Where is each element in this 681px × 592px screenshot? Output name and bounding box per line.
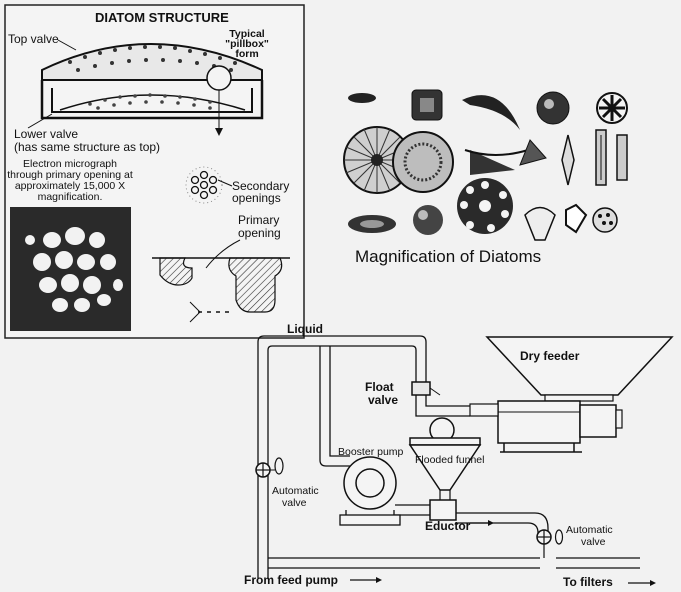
booster-pump-label: Booster pump	[338, 446, 404, 458]
diatom-specimen-center	[371, 154, 383, 166]
primary-opening-label-2: opening	[238, 226, 281, 240]
diatom-specimen-dots	[598, 213, 613, 225]
diatom-specimen-core	[360, 220, 384, 228]
diatom-specimen	[470, 150, 515, 175]
micrograph-caption-4: magnification.	[38, 191, 103, 203]
automatic-valve-right-label-1: Automatic	[566, 524, 613, 536]
micrograph-caption-1: Electron micrograph	[23, 158, 117, 170]
automatic-valve-left	[255, 457, 284, 478]
automatic-valve-right	[536, 529, 564, 558]
diatom-specimen	[392, 131, 454, 193]
electron-micrograph-image	[10, 207, 131, 331]
diatom-specimen	[462, 95, 520, 130]
micrograph-caption-3: approximately 15,000 X	[15, 180, 125, 192]
dry-feeder-hopper: Dry feeder	[469, 336, 674, 453]
diatom-specimen	[413, 205, 443, 235]
feed-system-schematic: Liquid	[244, 322, 674, 589]
flooded-funnel-label: Flooded funnel	[415, 454, 484, 466]
lower-valve-note: (has same structure as top)	[14, 140, 160, 154]
diatom-specimen	[561, 134, 575, 186]
diatom-gallery: Magnification of Diatoms	[343, 89, 628, 266]
dry-feeder-label: Dry feeder	[520, 349, 580, 363]
diatom-structure-title: DIATOM STRUCTURE	[95, 10, 229, 25]
liquid-label: Liquid	[287, 322, 323, 336]
secondary-openings-label-2: openings	[232, 191, 281, 205]
automatic-valve-left-label-1: Automatic	[272, 485, 319, 497]
micrograph-caption-2: through primary opening at	[7, 169, 133, 181]
to-filters-label: To filters	[563, 575, 613, 589]
diatom-specimen-core	[418, 210, 428, 220]
secondary-openings-rosette	[185, 166, 223, 204]
primary-opening-label-1: Primary	[238, 213, 279, 227]
lower-valve-shape	[59, 93, 246, 111]
diatom-specimen	[519, 139, 547, 166]
secondary-openings-label-1: Secondary	[232, 179, 289, 193]
automatic-valve-left-label-2: valve	[282, 497, 307, 509]
wall-cross-section	[152, 257, 290, 323]
top-valve-label: Top valve	[8, 32, 59, 46]
diatom-specimen-core	[420, 98, 434, 112]
magnifier-circle	[206, 65, 232, 91]
typical-form-label-1: Typical	[229, 28, 264, 40]
diatom-specimen-ring	[403, 142, 443, 182]
float-valve-label-2: valve	[368, 393, 398, 407]
lower-valve-label: Lower valve	[14, 127, 78, 141]
typical-form-label-2: "pillbox"	[225, 38, 269, 50]
automatic-valve-right-label-2: valve	[581, 536, 606, 548]
eductor-body	[429, 499, 457, 521]
eductor-label: Eductor	[425, 519, 471, 533]
diatom-specimen	[536, 91, 570, 125]
from-feed-pump-label: From feed pump	[244, 573, 338, 587]
top-valve-shape	[41, 43, 263, 81]
typical-form-label-3: form	[235, 48, 258, 60]
diatom-structure-panel: DIATOM STRUCTURE	[4, 4, 305, 339]
float-valve-body	[411, 381, 431, 396]
gallery-caption: Magnification of Diatoms	[355, 247, 541, 266]
booster-pump	[339, 456, 401, 526]
diatom-specimen-gear-holes	[460, 181, 509, 232]
diatom-specimen	[565, 203, 588, 234]
diatom-specimen	[348, 93, 376, 103]
diatom-specimen	[524, 206, 556, 241]
float-valve-label-1: Float	[365, 380, 394, 394]
diatom-specimen-spokes	[599, 95, 625, 121]
diatom-specimen	[592, 207, 618, 233]
flooded-funnel: Flooded funnel	[408, 437, 484, 500]
piping	[257, 335, 640, 578]
diatom-specimen	[616, 134, 628, 181]
diatom-specimen-core	[544, 99, 554, 109]
